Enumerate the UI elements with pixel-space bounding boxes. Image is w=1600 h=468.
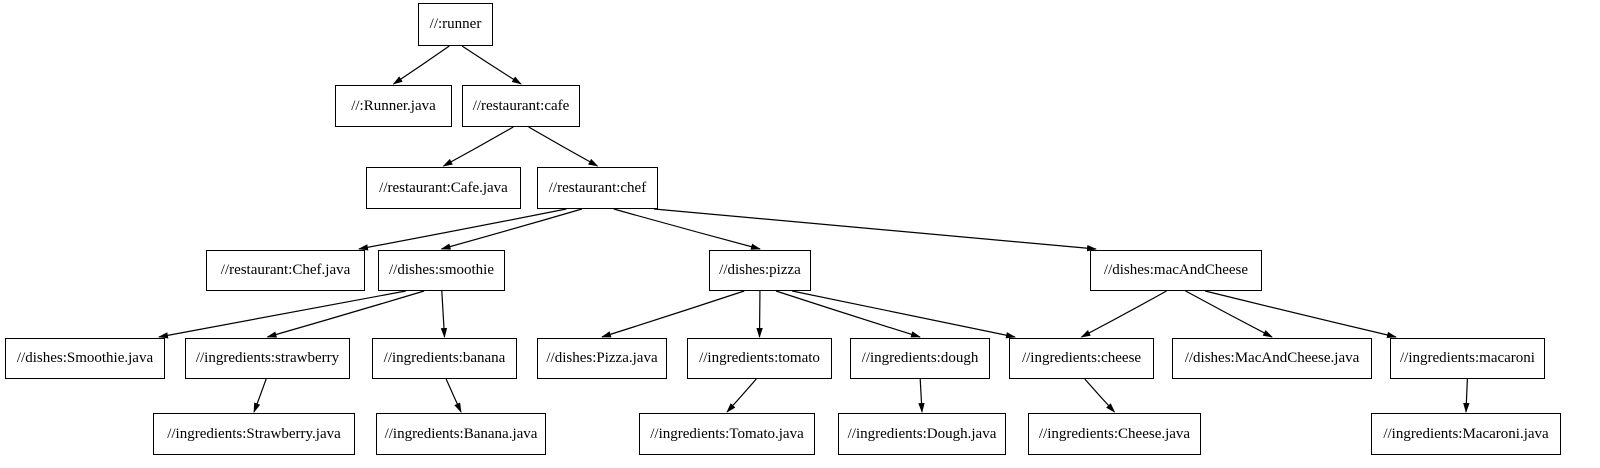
graph-node-dishes_macandcheese[interactable]: //dishes:macAndCheese	[1090, 250, 1262, 291]
graph-node-ing_strawberry[interactable]: //ingredients:strawberry	[185, 338, 350, 379]
graph-node-ing_cheese[interactable]: //ingredients:cheese	[1009, 338, 1154, 379]
graph-node-label: //ingredients:strawberry	[195, 350, 340, 366]
graph-node-label: //dishes:Smoothie.java	[16, 350, 154, 366]
graph-node-dishes_pizza_java[interactable]: //dishes:Pizza.java	[537, 338, 667, 379]
graph-node-runner_java[interactable]: //:Runner.java	[335, 85, 452, 127]
graph-node-label: //dishes:MacAndCheese.java	[1184, 350, 1360, 366]
graph-node-label: //dishes:smoothie	[389, 262, 494, 278]
graph-node-label: //dishes:macAndCheese	[1103, 262, 1249, 278]
graph-node-label: //ingredients:dough	[861, 350, 979, 366]
graph-node-restaurant_chef_java[interactable]: //restaurant:Chef.java	[206, 250, 365, 291]
graph-node-ing_cheese_java[interactable]: //ingredients:Cheese.java	[1028, 413, 1201, 455]
graph-node-label: //dishes:Pizza.java	[546, 350, 658, 366]
graph-node-label: //:runner	[429, 16, 482, 32]
graph-node-label: //dishes:pizza	[719, 262, 801, 278]
graph-node-ing_tomato_java[interactable]: //ingredients:Tomato.java	[639, 413, 815, 455]
graph-node-ing_banana[interactable]: //ingredients:banana	[372, 338, 517, 379]
graph-node-dishes_mac_java[interactable]: //dishes:MacAndCheese.java	[1172, 338, 1372, 379]
graph-node-runner[interactable]: //:runner	[418, 3, 493, 46]
graph-node-ing_dough[interactable]: //ingredients:dough	[850, 338, 990, 379]
graph-node-label: //ingredients:Strawberry.java	[167, 425, 341, 442]
graph-node-label: //restaurant:Chef.java	[220, 262, 351, 278]
graph-node-ing_strawberry_java[interactable]: //ingredients:Strawberry.java	[153, 413, 355, 455]
graph-node-dishes_smoothie_java[interactable]: //dishes:Smoothie.java	[5, 338, 165, 379]
graph-node-ing_macaroni_java[interactable]: //ingredients:Macaroni.java	[1371, 413, 1561, 455]
graph-node-restaurant_cafe[interactable]: //restaurant:cafe	[462, 85, 580, 127]
graph-node-label: //ingredients:Macaroni.java	[1383, 425, 1549, 442]
graph-node-label: //ingredients:tomato	[699, 350, 820, 366]
graph-node-label: //restaurant:chef	[548, 179, 647, 196]
graph-node-label: //ingredients:cheese	[1021, 350, 1142, 366]
graph-node-label: //restaurant:Cafe.java	[379, 179, 508, 196]
graph-node-ing_dough_java[interactable]: //ingredients:Dough.java	[838, 413, 1006, 455]
graph-node-dishes_smoothie[interactable]: //dishes:smoothie	[378, 250, 505, 291]
graph-node-restaurant_chef[interactable]: //restaurant:chef	[537, 167, 658, 209]
graph-node-dishes_pizza[interactable]: //dishes:pizza	[709, 250, 811, 291]
graph-node-label: //ingredients:banana	[383, 350, 506, 366]
graph-node-label: //:Runner.java	[351, 97, 436, 114]
graph-node-label: //restaurant:cafe	[472, 97, 570, 114]
graph-node-restaurant_cafe_java[interactable]: //restaurant:Cafe.java	[366, 167, 521, 209]
graph-node-ing_macaroni[interactable]: //ingredients:macaroni	[1390, 338, 1545, 379]
graph-node-label: //ingredients:Banana.java	[384, 425, 538, 442]
graph-node-label: //ingredients:Cheese.java	[1038, 425, 1191, 442]
graph-node-label: //ingredients:Tomato.java	[650, 425, 804, 442]
graph-node-label: //ingredients:Dough.java	[847, 425, 997, 442]
graph-node-ing_tomato[interactable]: //ingredients:tomato	[687, 338, 832, 379]
graph-node-ing_banana_java[interactable]: //ingredients:Banana.java	[376, 413, 546, 455]
graph-node-label: //ingredients:macaroni	[1400, 350, 1535, 366]
